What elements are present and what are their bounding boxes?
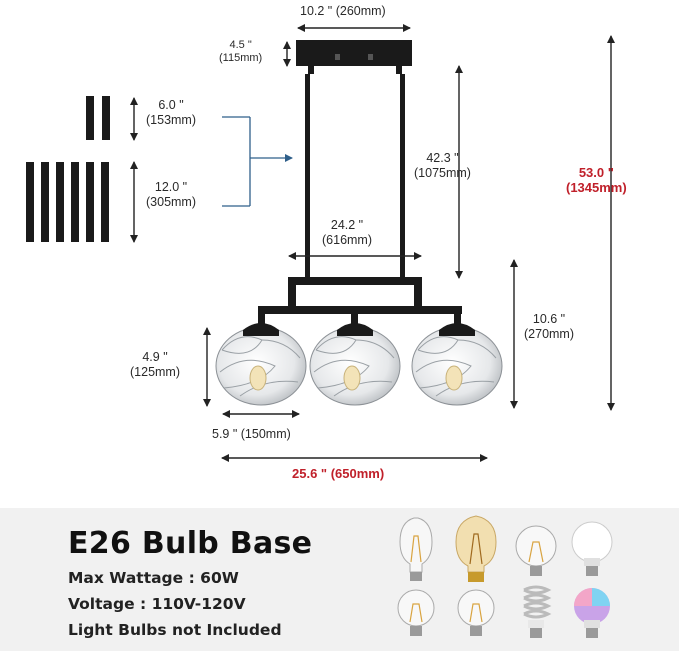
bulb-base-title: E26 Bulb Base: [68, 526, 313, 561]
rod-short-in: 6.0 ": [158, 98, 184, 112]
spec-panel: E26 Bulb Base Max Wattage : 60W Voltage …: [0, 508, 679, 651]
rod-length-in: 42.3 ": [426, 151, 459, 165]
rod-short-mm: (153mm): [146, 113, 197, 127]
bulb-illustrations: [397, 515, 613, 638]
fixture-height-mm: (270mm): [524, 327, 575, 341]
bulb-icon: [523, 585, 552, 638]
fixture-height-label: 10.6 " (270mm): [524, 312, 574, 342]
rod-left: [305, 74, 310, 280]
canopy: [296, 40, 412, 66]
cross-bar: [258, 306, 462, 314]
shade-height-label: 4.9 " (125mm): [130, 350, 180, 380]
shade-middle: [309, 323, 401, 406]
bulb-icon: [457, 589, 495, 636]
chandelier-diagram: [26, 24, 615, 462]
rod-length-label: 42.3 " (1075mm): [414, 151, 471, 181]
rod-length-mm: (1075mm): [414, 166, 471, 180]
shade-left: [215, 323, 307, 406]
total-height-label: 53.0 " (1345mm): [566, 165, 627, 195]
bulb-icon: [571, 521, 613, 576]
bar-width-in: 24.2 ": [330, 218, 364, 232]
rod-right: [400, 74, 405, 280]
bar-width-mm: (616mm): [322, 233, 373, 247]
total-height-in: 53.0 ": [578, 165, 614, 180]
bulb-icon: [399, 517, 433, 581]
canopy-height-in: 4.5 ": [229, 39, 252, 51]
rod-bracket: [222, 116, 293, 207]
rod-short-label: 6.0 " (153mm): [146, 98, 196, 128]
voltage: Voltage : 110V-120V: [68, 595, 246, 613]
fixture-height-in: 10.6 ": [532, 312, 566, 326]
shade-height-in: 4.9 ": [142, 350, 168, 364]
fixture: [258, 40, 462, 328]
bar-width-label: 24.2 " (616mm): [322, 218, 372, 248]
bulb-icon: [455, 515, 497, 582]
shade-width-label: 5.9 " (150mm): [212, 427, 291, 441]
bulbs-note: Light Bulbs not Included: [68, 621, 282, 639]
rod-long-label: 12.0 " (305mm): [146, 180, 196, 210]
rod-long-mm: (305mm): [146, 195, 197, 209]
shade-right: [411, 323, 503, 406]
canopy-height-label: 4.5 " (115mm): [219, 39, 262, 65]
extension-rods: [26, 96, 110, 242]
total-width-label: 25.6 " (650mm): [292, 466, 385, 481]
bulb-icon: [515, 525, 557, 576]
canopy-width-label: 10.2 " (260mm): [300, 4, 386, 18]
rod-long-in: 12.0 ": [154, 180, 188, 194]
canopy-height-mm: (115mm): [219, 52, 263, 64]
shade-height-mm: (125mm): [130, 365, 181, 379]
bulb-icon: [574, 588, 610, 638]
total-height-mm: (1345mm): [566, 180, 627, 195]
max-wattage: Max Wattage : 60W: [68, 569, 239, 587]
top-frame: [288, 277, 422, 285]
bulb-icon: [397, 589, 435, 636]
